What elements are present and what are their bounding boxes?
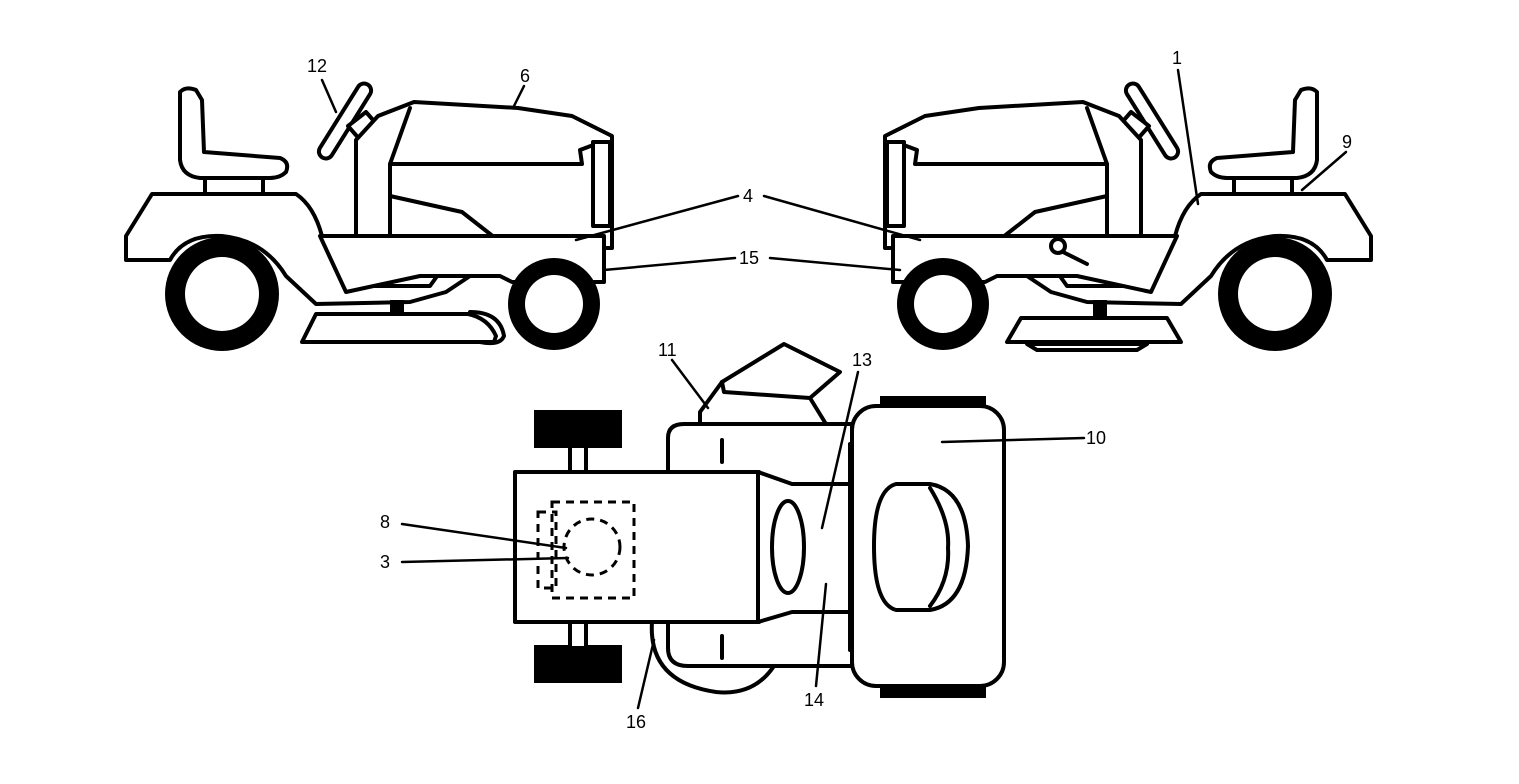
callout-labels: 12 6 1 9 4 15 11 13 10 8 3 14 16 xyxy=(307,48,1352,732)
hood xyxy=(883,100,1143,250)
body-frame xyxy=(1025,192,1373,306)
steering-wheel-top xyxy=(770,499,806,595)
ignition-key-icon xyxy=(1049,237,1067,255)
deck-mount xyxy=(1093,300,1107,318)
hood-vent-top xyxy=(872,482,970,612)
deck-underside xyxy=(1025,342,1149,352)
rear-wheel-hub xyxy=(1238,257,1312,331)
deck-mount xyxy=(390,300,404,316)
rear-wheel-top-right xyxy=(534,645,622,683)
callout-10: 10 xyxy=(1086,428,1106,448)
chute-fold xyxy=(720,380,812,400)
deck-chute xyxy=(468,310,506,346)
mower-deck xyxy=(300,312,498,344)
mower-deck xyxy=(1005,316,1183,344)
callout-13: 13 xyxy=(852,350,872,370)
seat xyxy=(178,86,290,180)
hood xyxy=(354,100,614,250)
rear-axle-bottom xyxy=(568,618,588,650)
leader-lines xyxy=(320,68,1348,710)
deck-skirt xyxy=(649,620,776,695)
seat-area-dashed xyxy=(550,500,636,600)
callout-9: 9 xyxy=(1342,132,1352,152)
callout-11: 11 xyxy=(658,340,677,360)
callout-12: 12 xyxy=(307,56,327,76)
callout-14: 14 xyxy=(804,690,824,710)
callout-15: 15 xyxy=(739,248,759,268)
ignition-key-shaft xyxy=(1061,250,1089,266)
callout-1: 1 xyxy=(1172,48,1182,68)
front-wheel-top-right xyxy=(880,684,986,698)
callout-3: 3 xyxy=(380,552,390,572)
front-wheel-hub xyxy=(525,275,583,333)
rear-axle-top xyxy=(568,444,588,476)
hood-vent-inner xyxy=(928,486,951,608)
tractor-left-side-view xyxy=(124,81,614,351)
front-wheel-hub xyxy=(914,275,972,333)
headlight xyxy=(885,140,906,228)
tractor-right-side-view xyxy=(883,81,1373,352)
front-wheel-top-left xyxy=(880,396,986,408)
body-frame xyxy=(124,192,472,306)
rear-wheel-hub xyxy=(185,257,259,331)
fuel-area-dashed xyxy=(536,510,558,590)
callout-6: 6 xyxy=(520,66,530,86)
seat xyxy=(1207,86,1319,180)
tractor-top-view xyxy=(513,342,1006,698)
hood-crease xyxy=(899,142,1109,166)
callout-16: 16 xyxy=(626,712,646,732)
headlight xyxy=(591,140,612,228)
callout-8: 8 xyxy=(380,512,390,532)
rear-wheel-top-left xyxy=(534,410,622,448)
hood-crease xyxy=(388,142,598,166)
callout-4: 4 xyxy=(743,186,753,206)
